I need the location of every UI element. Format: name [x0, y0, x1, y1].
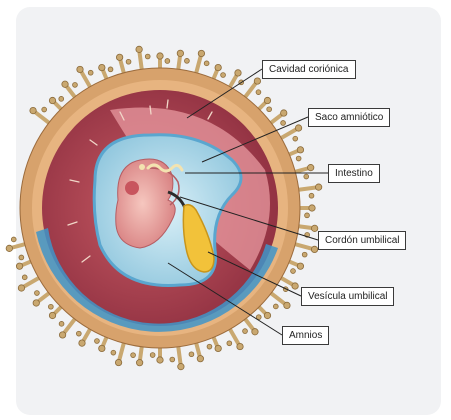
villus-tip: [99, 64, 105, 70]
villus-bud: [305, 213, 310, 218]
villus-bud: [35, 291, 40, 296]
villus-tip: [6, 245, 12, 251]
embryo-heart: [125, 181, 139, 195]
villus-bud: [267, 107, 272, 112]
villus-tip: [79, 340, 85, 346]
villus-tip: [254, 78, 260, 84]
villus-tip: [237, 343, 243, 349]
villus-tip: [309, 205, 315, 211]
villus-bud: [48, 304, 53, 309]
villus-tip: [311, 225, 317, 231]
villus-bud: [221, 73, 226, 78]
villus-tip: [157, 53, 163, 59]
villus-bud: [309, 193, 314, 198]
label-cavidad-corionica: Cavidad coriónica: [262, 60, 356, 79]
villus-tip: [297, 263, 303, 269]
villus-bud: [165, 59, 170, 64]
villus-bud: [111, 350, 116, 355]
label-vesicula-umbilical: Vesícula umbilical: [301, 287, 394, 306]
villus-tip: [215, 345, 221, 351]
villus-bud: [76, 331, 81, 336]
villus-tip: [281, 110, 287, 116]
villus-tip: [264, 312, 270, 318]
villus-bud: [19, 255, 24, 260]
villus-tip: [315, 184, 321, 190]
villus-tip: [215, 64, 221, 70]
label-intestino: Intestino: [328, 164, 380, 183]
villus-tip: [115, 359, 121, 365]
villus-tip: [295, 125, 301, 131]
villus-bud: [59, 321, 64, 326]
villus-bud: [150, 353, 155, 358]
villus-bud: [185, 58, 190, 63]
villus-bud: [189, 352, 194, 357]
villus-bud: [256, 90, 261, 95]
villus-bud: [145, 54, 150, 59]
label-amnios: Amnios: [282, 326, 329, 345]
villus-bud: [95, 339, 100, 344]
villus-bud: [293, 136, 298, 141]
villus-tip: [284, 302, 290, 308]
villus-tip: [30, 107, 36, 113]
villus-bud: [42, 107, 47, 112]
villus-bud: [204, 61, 209, 66]
villus-tip: [157, 357, 163, 363]
villus-tip: [197, 355, 203, 361]
villus-bud: [131, 353, 136, 358]
villus-bud: [243, 329, 248, 334]
villus-bud: [291, 269, 296, 274]
villus-tip: [136, 46, 142, 52]
villus-tip: [235, 70, 241, 76]
villus-bud: [304, 174, 309, 179]
villus-bud: [88, 70, 93, 75]
villus-tip: [33, 300, 39, 306]
villus-tip: [77, 66, 83, 72]
villus-bud: [22, 275, 27, 280]
villus-bud: [59, 96, 64, 101]
intestine-dot: [139, 164, 145, 170]
villus-tip: [297, 147, 303, 153]
villus-tip: [264, 97, 270, 103]
villus-tip: [49, 312, 55, 318]
villus-bud: [11, 237, 16, 242]
villus-bud: [108, 67, 113, 72]
villus-tip: [62, 81, 68, 87]
villus-bud: [302, 252, 307, 257]
villus-tip: [198, 50, 204, 56]
villus-tip: [307, 164, 313, 170]
villus-tip: [99, 345, 105, 351]
label-cordon-umbilical: Cordón umbilical: [318, 231, 406, 250]
label-saco-amniotico: Saco amniótico: [308, 108, 390, 127]
villus-tip: [178, 363, 184, 369]
villus-bud: [296, 156, 301, 161]
villus-tip: [49, 97, 55, 103]
villus-tip: [177, 50, 183, 56]
villus-tip: [59, 332, 65, 338]
villus-tip: [116, 54, 122, 60]
villus-bud: [281, 121, 286, 126]
villus-tip: [311, 246, 317, 252]
villus-tip: [16, 263, 22, 269]
villus-tip: [292, 283, 298, 289]
villus-bud: [227, 341, 232, 346]
villus-bud: [273, 304, 278, 309]
villus-tip: [136, 359, 142, 365]
villus-tip: [252, 329, 258, 335]
villus-bud: [126, 59, 131, 64]
villus-bud: [207, 344, 212, 349]
villus-tip: [18, 285, 24, 291]
villus-bud: [73, 83, 78, 88]
villus-bud: [170, 357, 175, 362]
